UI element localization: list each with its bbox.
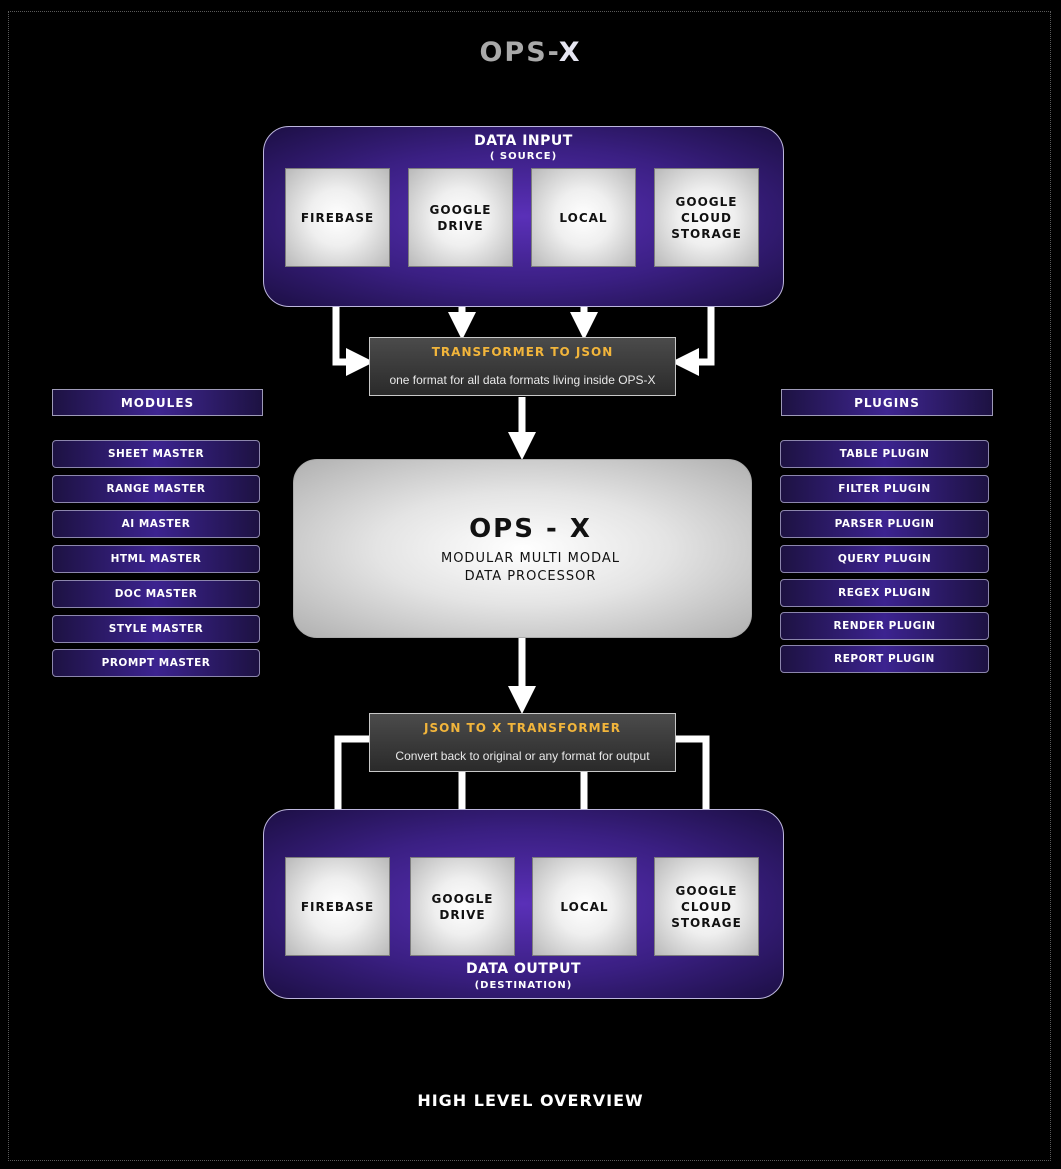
json-to-x-transformer: JSON TO X TRANSFORMER Convert back to or… xyxy=(369,713,676,772)
json-to-x-transformer-title: JSON TO X TRANSFORMER xyxy=(424,721,621,735)
source-google-cloud-storage: GOOGLE CLOUD STORAGE xyxy=(654,168,759,267)
arrow-gcs-out xyxy=(676,735,720,857)
plugins-header: PLUGINS xyxy=(781,389,993,416)
core-subtitle-line1: MODULAR MULTI MODAL xyxy=(440,551,621,566)
core-title: OPS - X xyxy=(469,514,592,544)
diagram-title: OPS-X xyxy=(0,37,1061,68)
transformer-to-json: TRANSFORMER TO JSON one format for all d… xyxy=(369,337,676,396)
data-input-title: DATA INPUT xyxy=(474,133,573,149)
core-subtitle-line2: DATA PROCESSOR xyxy=(464,569,597,584)
json-to-x-transformer-description: Convert back to original or any format f… xyxy=(395,749,650,763)
modules-header: MODULES xyxy=(52,389,263,416)
source-google-drive: GOOGLE DRIVE xyxy=(408,168,513,267)
diagram-frame xyxy=(8,11,1051,1161)
plugin-table: TABLE PLUGIN xyxy=(780,440,989,468)
source-firebase: FIREBASE xyxy=(285,168,390,267)
arrow-firebase-out xyxy=(324,735,369,857)
module-sheet-master: SHEET MASTER xyxy=(52,440,260,468)
plugin-filter: FILTER PLUGIN xyxy=(780,475,989,503)
data-output-title: DATA OUTPUT xyxy=(465,961,582,977)
footer-caption: HIGH LEVEL OVERVIEW xyxy=(417,1091,644,1110)
module-prompt-master: PROMPT MASTER xyxy=(52,649,260,677)
plugin-parser: PARSER PLUGIN xyxy=(780,510,989,538)
module-style-master: STYLE MASTER xyxy=(52,615,260,643)
plugin-query: QUERY PLUGIN xyxy=(780,545,989,573)
destination-firebase: FIREBASE xyxy=(285,857,390,956)
data-output-subtitle: (DESTINATION) xyxy=(474,980,573,991)
ops-x-core xyxy=(293,459,752,638)
title-text: OPS- xyxy=(479,37,559,68)
title-accent: X xyxy=(558,37,582,68)
plugin-regex: REGEX PLUGIN xyxy=(780,579,989,607)
data-input-subtitle: ( SOURCE) xyxy=(489,151,558,162)
module-range-master: RANGE MASTER xyxy=(52,475,260,503)
destination-local: LOCAL xyxy=(532,857,637,956)
destination-google-cloud-storage: GOOGLE CLOUD STORAGE xyxy=(654,857,759,956)
destination-google-drive: GOOGLE DRIVE xyxy=(410,857,515,956)
module-doc-master: DOC MASTER xyxy=(52,580,260,608)
module-html-master: HTML MASTER xyxy=(52,545,260,573)
transformer-to-json-description: one format for all data formats living i… xyxy=(389,373,656,387)
plugin-render: RENDER PLUGIN xyxy=(780,612,989,640)
source-local: LOCAL xyxy=(531,168,636,267)
module-ai-master: AI MASTER xyxy=(52,510,260,538)
plugin-report: REPORT PLUGIN xyxy=(780,645,989,673)
transformer-to-json-title: TRANSFORMER TO JSON xyxy=(431,345,614,359)
